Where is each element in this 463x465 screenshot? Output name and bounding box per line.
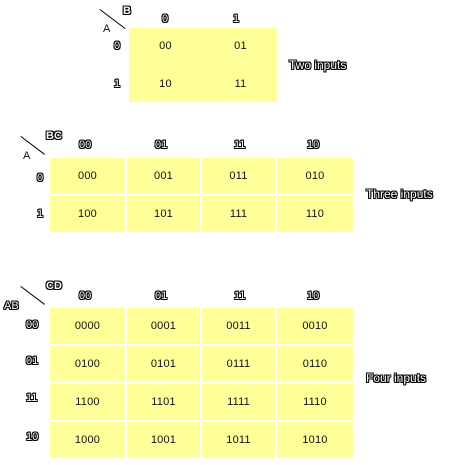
- kmap-cell: 0110: [277, 346, 353, 382]
- kmap-cell: 00: [129, 28, 202, 64]
- kmap-cell: 0100: [50, 346, 125, 382]
- kmap-cell: 101: [127, 196, 200, 232]
- kmap-cell: 1011: [202, 422, 275, 458]
- kmap-two-row-header-0: 0: [114, 40, 121, 52]
- kmap-cell: 001: [127, 158, 200, 194]
- kmap-cell: 0011: [202, 308, 275, 344]
- kmap-two-row-var: A: [103, 23, 111, 35]
- kmap-cell: 1000: [50, 422, 125, 458]
- kmap-cell: 110: [277, 196, 353, 232]
- kmap-four-diagonal: [20, 286, 45, 305]
- kmap-four-col-header-2: 11: [234, 290, 246, 302]
- kmap-four-col-header-0: 00: [79, 290, 92, 302]
- kmap-cell: 1101: [127, 384, 200, 420]
- kmap-three-row-header-0: 0: [37, 172, 44, 184]
- kmap-cell: 1111: [202, 384, 275, 420]
- kmap-two-caption: Two inputs: [289, 58, 347, 72]
- kmap-cell: 1110: [277, 384, 353, 420]
- kmap-four-row-header-2: 11: [26, 392, 38, 404]
- kmap-three-col-header-0: 00: [79, 139, 92, 151]
- kmap-cell: 111: [202, 196, 275, 232]
- kmap-cell: 10: [129, 66, 202, 102]
- kmap-four-row-header-1: 01: [26, 355, 39, 367]
- kmap-two-row-header-1: 1: [114, 78, 121, 90]
- kmap-three-col-header-3: 10: [307, 139, 320, 151]
- kmap-four-col-header-1: 01: [155, 290, 168, 302]
- kmap-three-col-var: BC: [46, 130, 62, 142]
- kmap-three-row-header-1: 1: [37, 208, 44, 220]
- kmap-three-row-var: A: [23, 150, 31, 162]
- kmap-cell: 100: [50, 196, 125, 232]
- kmap-two-col-header-1: 1: [233, 13, 240, 25]
- kmap-four-row-header-3: 10: [26, 431, 39, 443]
- kmap-three-col-header-2: 11: [234, 139, 246, 151]
- kmap-cell: 0010: [277, 308, 353, 344]
- kmap-cell: 0001: [127, 308, 200, 344]
- kmap-cell: 0111: [202, 346, 275, 382]
- kmap-cell: 0101: [127, 346, 200, 382]
- kmap-four-row-header-0: 00: [26, 319, 39, 331]
- kmap-cell: 11: [204, 66, 277, 102]
- kmap-two-col-var: B: [123, 5, 131, 17]
- kmap-two-col-header-0: 0: [162, 13, 169, 25]
- kmap-four-caption: Four inputs: [366, 371, 427, 385]
- kmap-cell: 1100: [50, 384, 125, 420]
- kmap-three-caption: Three inputs: [366, 187, 433, 201]
- kmap-four-col-header-3: 10: [307, 290, 320, 302]
- kmap-cell: 011: [202, 158, 275, 194]
- kmap-cell: 000: [50, 158, 125, 194]
- kmap-cell: 01: [204, 28, 277, 64]
- kmap-cell: 0000: [50, 308, 125, 344]
- kmap-four-row-var: AB: [4, 300, 19, 312]
- kmap-four-col-var: CD: [46, 280, 62, 292]
- kmap-cell: 010: [277, 158, 353, 194]
- kmap-cell: 1001: [127, 422, 200, 458]
- kmap-cell: 1010: [277, 422, 353, 458]
- kmap-three-col-header-1: 01: [155, 139, 168, 151]
